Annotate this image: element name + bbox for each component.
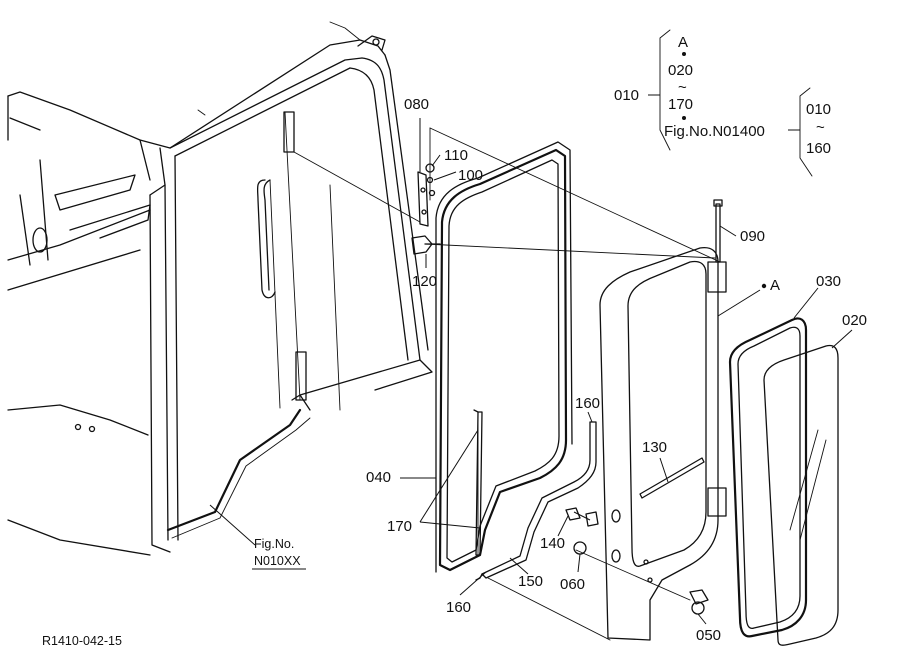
callout-ref-a: A bbox=[770, 277, 780, 294]
callout-130: 130 bbox=[642, 439, 667, 456]
hinge-parts bbox=[293, 127, 721, 263]
callout-100: 100 bbox=[458, 167, 483, 184]
drawing-code: R1410-042-15 bbox=[42, 634, 122, 648]
fig-ref-line1: Fig.No. bbox=[254, 537, 294, 551]
callout-170: 170 bbox=[387, 518, 412, 535]
label-leaders bbox=[400, 118, 853, 625]
callout-140: 140 bbox=[540, 535, 565, 552]
callout-080: 080 bbox=[404, 96, 429, 113]
callout-160-bottom: 160 bbox=[446, 599, 471, 616]
bracket-range-start: 020 bbox=[668, 62, 693, 79]
callout-150: 150 bbox=[518, 573, 543, 590]
callout-090: 090 bbox=[740, 228, 765, 245]
bracket-fig-ref: Fig.No.N01400 bbox=[664, 123, 765, 140]
fig-ref-line2: N010XX bbox=[254, 554, 301, 568]
bracket-range-end: 170 bbox=[668, 96, 693, 113]
callout-060: 060 bbox=[560, 576, 585, 593]
bracket-sub-tilde: ~ bbox=[816, 119, 825, 136]
cab-frame bbox=[7, 21, 433, 556]
weatherstrip-040 bbox=[435, 141, 573, 573]
bracket-sub-start: 010 bbox=[806, 101, 831, 118]
bracket-diagram bbox=[648, 29, 813, 177]
bracket-tilde: ~ bbox=[678, 79, 687, 96]
callout-160-top: 160 bbox=[575, 395, 600, 412]
callout-030: 030 bbox=[816, 273, 841, 290]
callout-040: 040 bbox=[366, 469, 391, 486]
glass-020 bbox=[763, 344, 839, 646]
bracket-sub-end: 160 bbox=[806, 140, 831, 157]
bracket-parent-code: 010 bbox=[614, 87, 639, 104]
door-panel bbox=[487, 199, 727, 641]
seal-parts bbox=[473, 409, 597, 581]
callout-050: 050 bbox=[696, 627, 721, 644]
bracket-label-a: A bbox=[678, 34, 688, 51]
glass-seal-030 bbox=[728, 317, 808, 638]
callout-120: 120 bbox=[412, 273, 437, 290]
callout-020: 020 bbox=[842, 312, 867, 329]
callout-110: 110 bbox=[444, 147, 468, 164]
